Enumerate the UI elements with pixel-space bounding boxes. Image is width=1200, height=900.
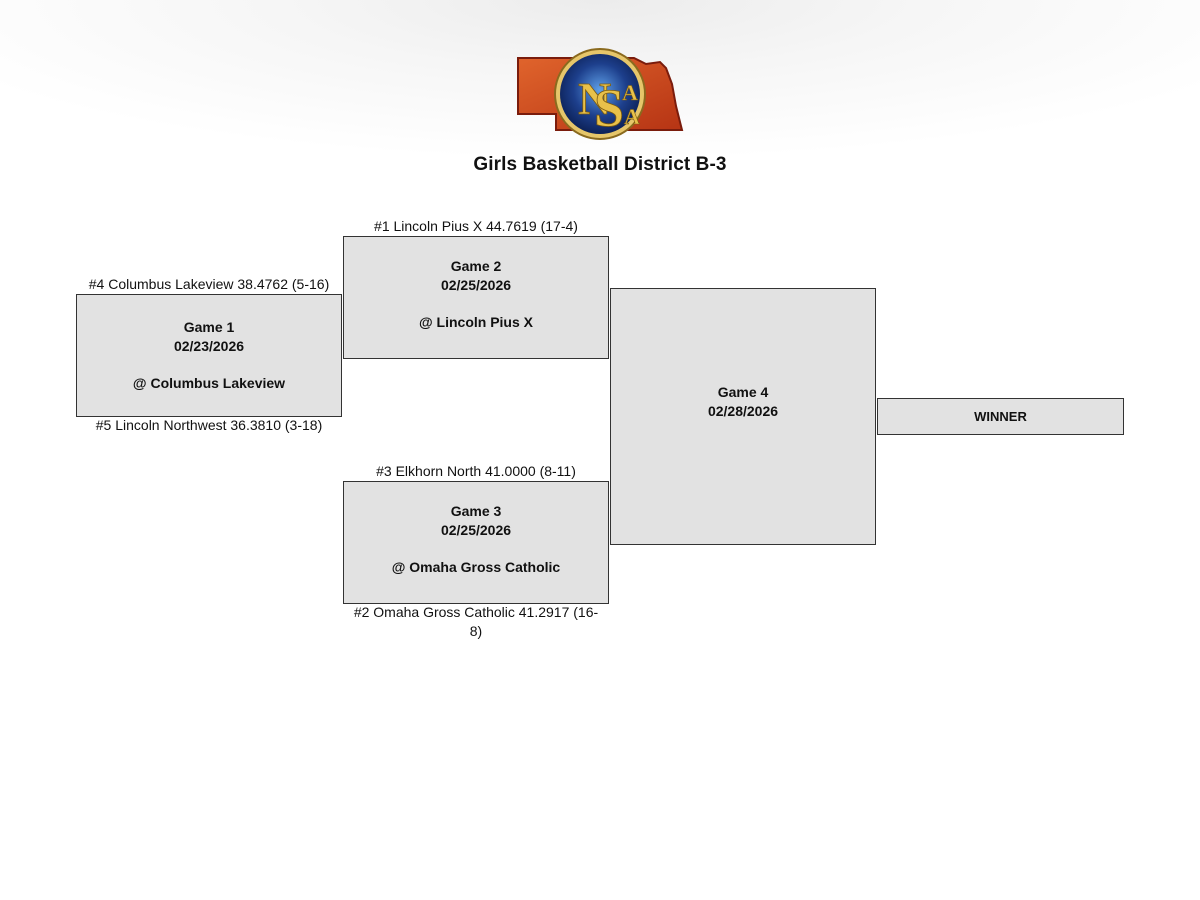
game-2-site: @ Lincoln Pius X <box>419 314 533 330</box>
game-1-box: Game 1 02/23/2026 @ Columbus Lakeview <box>76 294 342 417</box>
svg-text:A: A <box>622 80 638 105</box>
game-1-site: @ Columbus Lakeview <box>132 375 286 391</box>
game-3-box: Game 3 02/25/2026 @ Omaha Gross Catholic <box>343 481 609 604</box>
team-seed-1: #1 Lincoln Pius X 44.7619 (17-4) <box>374 218 578 234</box>
game-2-box: Game 2 02/25/2026 @ Lincoln Pius X <box>343 236 609 359</box>
game-2-date: 02/25/2026 <box>440 277 512 293</box>
game-1-date: 02/23/2026 <box>173 338 245 354</box>
team-seed-2-line-1: #2 Omaha Gross Catholic 41.2917 (16- <box>353 604 599 620</box>
svg-text:S: S <box>594 78 624 138</box>
game-3-name: Game 3 <box>450 503 502 519</box>
game-3-site: @ Omaha Gross Catholic <box>391 559 561 575</box>
game-3-date: 02/25/2026 <box>440 522 512 538</box>
svg-text:A: A <box>624 104 640 129</box>
winner-box: WINNER <box>877 398 1124 435</box>
logo-badge <box>560 54 640 134</box>
team-seed-2: #2 Omaha Gross Catholic 41.2917 (16- 8) <box>343 603 609 641</box>
game-4-box: Game 4 02/28/2026 <box>610 288 876 545</box>
winner-label: WINNER <box>974 409 1027 424</box>
team-seed-4: #4 Columbus Lakeview 38.4762 (5-16) <box>88 276 330 292</box>
game-4-name: Game 4 <box>717 383 769 400</box>
nsaa-logo: N S A A <box>517 48 684 140</box>
team-seed-5: #5 Lincoln Northwest 36.3810 (3-18) <box>95 417 323 433</box>
page-title: Girls Basketball District B-3 <box>473 154 727 175</box>
game-2-name: Game 2 <box>450 258 502 274</box>
svg-text:N: N <box>578 73 611 124</box>
game-1-name: Game 1 <box>183 319 235 335</box>
team-seed-3: #3 Elkhorn North 41.0000 (8-11) <box>376 463 576 479</box>
team-seed-2-line-2: 8) <box>469 623 483 639</box>
game-4-date: 02/28/2026 <box>707 402 779 419</box>
